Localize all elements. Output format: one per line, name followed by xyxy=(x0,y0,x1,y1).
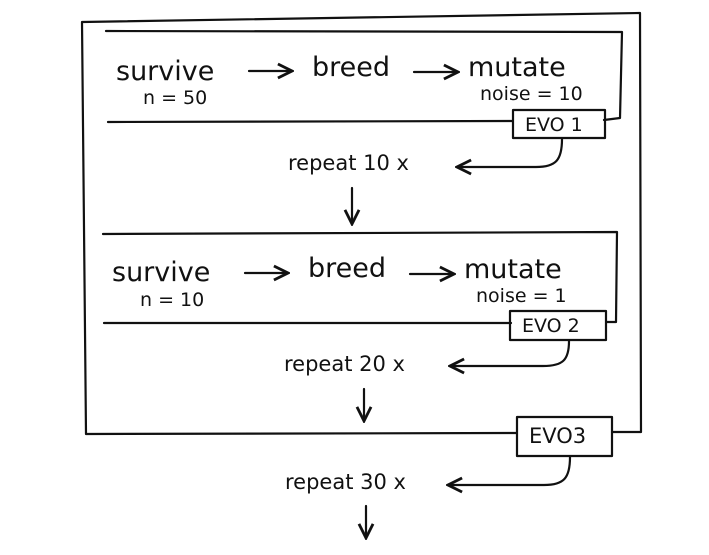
stage-2-loop-arrow xyxy=(450,339,571,366)
outer-tag-box xyxy=(515,415,614,458)
stage-1-repeat-label: repeat 10 x xyxy=(288,151,409,175)
outer-loop: EVO3 repeat 30 x xyxy=(285,415,614,494)
stage-2: survive breed mutate n = 10 noise = 1 EV… xyxy=(101,230,619,376)
stage-1-box xyxy=(104,29,624,124)
outer-loop-arrow xyxy=(448,455,572,485)
stage-1: survive breed mutate n = 50 noise = 10 E… xyxy=(104,29,624,175)
outer-repeat-label: repeat 30 x xyxy=(285,470,406,494)
stage-2-repeat-label: repeat 20 x xyxy=(284,352,405,376)
stage-1-breed-label: breed xyxy=(312,52,390,83)
stage-1-survive-param: n = 50 xyxy=(143,87,207,109)
outer-tag: EVO3 xyxy=(529,424,586,448)
stage-1-mutate-label: mutate xyxy=(468,52,566,83)
stage-2-tag-box xyxy=(508,309,608,342)
stage-2-mutate-param: noise = 1 xyxy=(476,285,567,307)
stage-1-tag-box xyxy=(511,108,607,140)
stage-2-mutate-label: mutate xyxy=(464,254,562,285)
stage-2-box xyxy=(101,230,619,325)
stage-1-loop-arrow xyxy=(457,137,564,167)
stage-2-survive-label: survive xyxy=(112,257,210,288)
stage-2-tag: EVO 2 xyxy=(522,315,580,337)
stage-2-breed-label: breed xyxy=(308,253,386,284)
stage-1-mutate-param: noise = 10 xyxy=(480,83,583,105)
stage-2-survive-param: n = 10 xyxy=(140,289,204,311)
stage-1-tag: EVO 1 xyxy=(525,114,583,136)
outer-loop-box xyxy=(80,11,643,436)
stage-1-survive-label: survive xyxy=(116,56,214,87)
